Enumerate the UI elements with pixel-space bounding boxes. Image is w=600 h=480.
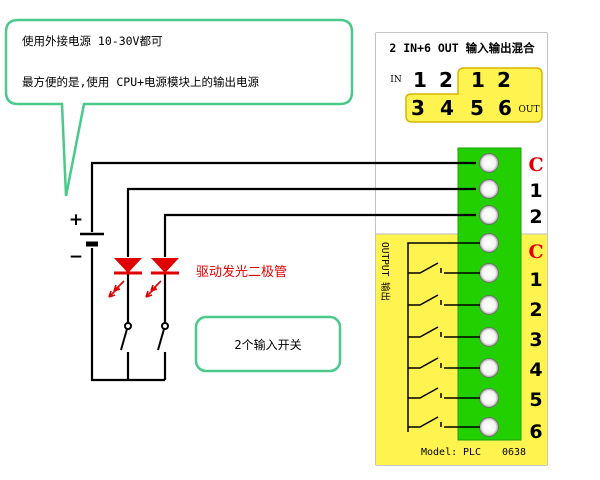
output-contact-arm	[408, 262, 439, 274]
output-contact-arm	[408, 357, 439, 369]
out-number: 3	[411, 96, 425, 120]
switch-callout-text: 2个输入开关	[234, 337, 301, 352]
output-contact-arm	[408, 387, 439, 399]
terminal-hole	[479, 179, 499, 199]
battery-plus: +	[69, 210, 83, 230]
model-label: Model:	[421, 447, 457, 458]
out-number: 5	[470, 96, 484, 120]
terminal-hole	[479, 295, 499, 315]
output-common-rail	[407, 242, 480, 432]
out-label: OUT	[519, 105, 540, 115]
in-number: 2	[439, 68, 453, 92]
callout-line-1: 使用外接电源 10-30V都可	[22, 34, 162, 48]
output-contact-arm	[408, 294, 439, 306]
module-header: 2 IN+6 OUT 输入输出混合	[389, 41, 535, 55]
output-vertical-label: OUTPUT 输出	[379, 242, 391, 301]
led-1	[108, 258, 142, 298]
terminal-hole	[479, 388, 499, 408]
external-wires	[90, 161, 476, 382]
in-label: IN	[390, 75, 402, 85]
terminal-hole	[479, 327, 499, 347]
battery-minus: −	[69, 247, 83, 267]
out-number: 2	[497, 68, 511, 92]
output-terminal-label: 6	[529, 421, 542, 443]
input-switch-1	[120, 322, 132, 351]
output-terminal-label: 2	[529, 299, 542, 321]
switch-callout	[194, 315, 342, 373]
output-contacts	[407, 242, 480, 432]
output-contact-arm	[408, 416, 439, 428]
power-callout	[4, 18, 354, 197]
output-terminal-label: 4	[529, 359, 542, 381]
terminal-hole	[479, 205, 499, 225]
input-terminal-label: 2	[529, 206, 542, 228]
output-terminal-label: 5	[529, 389, 542, 411]
led-2	[145, 258, 179, 298]
out-number: 1	[471, 68, 485, 92]
input-switch-2	[157, 322, 169, 351]
output-terminal-label: 3	[529, 329, 542, 351]
terminal-hole	[479, 153, 499, 173]
output-terminal-label: C	[528, 241, 543, 263]
callout-line-2: 最方便的是,使用 CPU+电源模块上的输出电源	[22, 75, 260, 89]
out-number: 6	[498, 96, 512, 120]
in-number: 1	[413, 68, 427, 92]
model-number: 0638	[502, 447, 526, 458]
output-contact-arm	[408, 326, 439, 338]
terminal-hole	[479, 417, 499, 437]
out-number: 4	[440, 96, 454, 120]
led-label: 驱动发光二极管	[196, 264, 287, 280]
terminal-hole	[479, 263, 499, 283]
input-terminal-label: C	[528, 154, 543, 176]
model-name: PLC	[463, 447, 481, 458]
terminal-hole	[479, 358, 499, 378]
terminal-hole	[479, 233, 499, 253]
input-terminal-label: 1	[529, 180, 542, 202]
io-badge	[405, 67, 543, 123]
output-terminal-label: 1	[529, 269, 542, 291]
